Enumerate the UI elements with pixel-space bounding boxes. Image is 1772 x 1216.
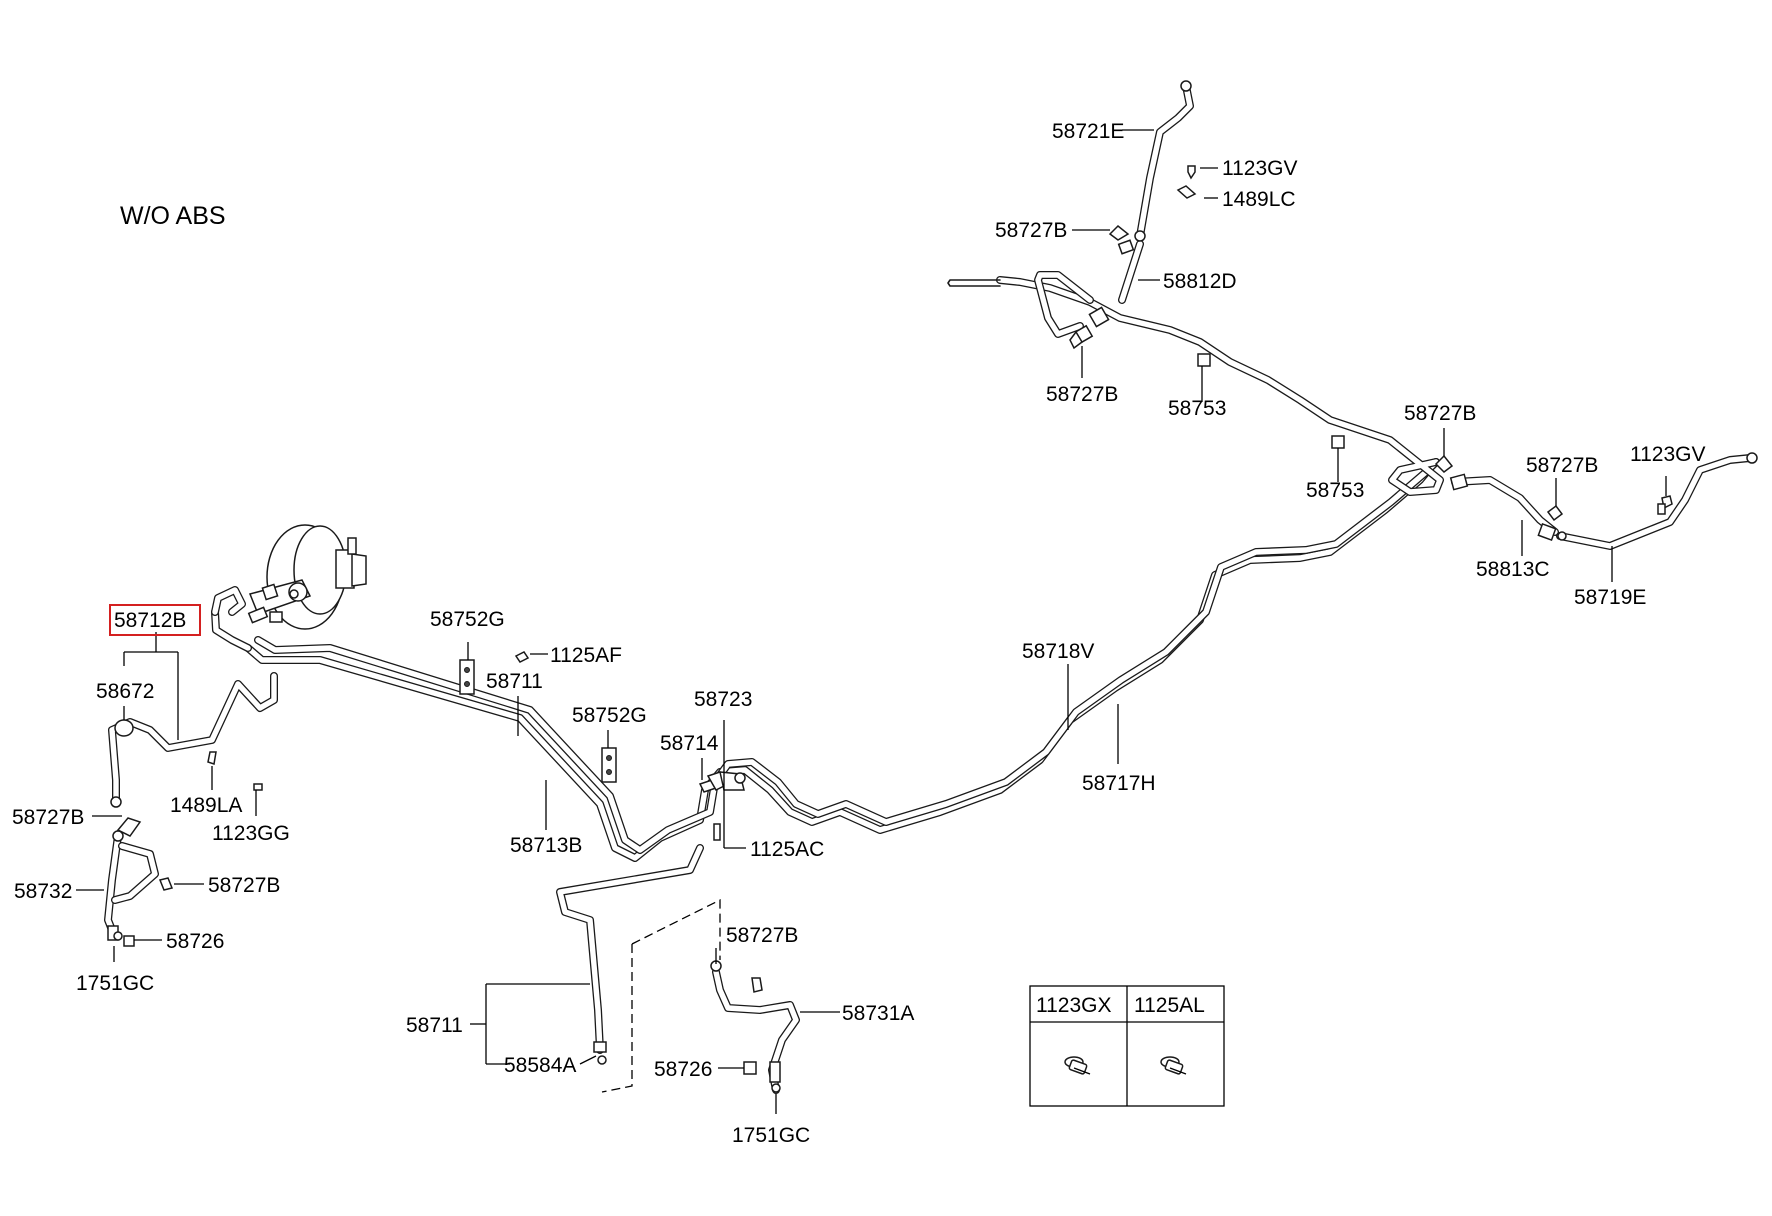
label-58727b-f[interactable]: 58727B [208, 874, 280, 897]
label-1751gc-b[interactable]: 1751GC [732, 1124, 810, 1147]
label-58672[interactable]: 58672 [96, 680, 154, 703]
pipe-58721e-inner [1137, 83, 1193, 239]
pipe-front-a-inner [212, 609, 251, 651]
label-58721e[interactable]: 58721E [1052, 120, 1124, 143]
main-pipe-inner [245, 465, 1433, 861]
hose-58813c-inner [1452, 477, 1558, 535]
label-58726-b[interactable]: 58726 [654, 1058, 712, 1081]
hose-58732-a-inner [105, 833, 121, 933]
label-58732[interactable]: 58732 [14, 880, 72, 903]
label-58813c[interactable]: 58813C [1476, 558, 1550, 581]
label-58727b-a[interactable]: 58727B [995, 219, 1067, 242]
main-pipe-2-outer [254, 458, 1440, 854]
label-58726-a[interactable]: 58726 [166, 930, 224, 953]
label-1123gv-top[interactable]: 1123GV [1222, 157, 1298, 180]
fittings-and-clips [107, 80, 1758, 1093]
label-58727b-e[interactable]: 58727B [12, 806, 84, 829]
label-58727b-c[interactable]: 58727B [1404, 402, 1476, 425]
pipe-58721e-outer [1136, 82, 1194, 240]
part-labels: 58721E 1123GV 1489LC 58727B 58812D 58727… [12, 120, 1706, 1147]
pipe-58584a-inner [557, 845, 703, 1053]
label-58713b[interactable]: 58713B [510, 834, 582, 857]
main-pipe-2-inner [255, 459, 1439, 853]
hose-58731a-inner [713, 969, 799, 1093]
label-58711-a[interactable]: 58711 [486, 670, 543, 693]
label-1123gv-right[interactable]: 1123GV [1630, 443, 1706, 466]
label-58584a[interactable]: 58584A [504, 1054, 576, 1077]
label-58731a[interactable]: 58731A [842, 1002, 914, 1025]
pipe-58719e-inner [1557, 455, 1753, 549]
label-58812d[interactable]: 58812D [1163, 270, 1237, 293]
legend-header-1125al: 1125AL [1134, 994, 1205, 1017]
label-58727b-g[interactable]: 58727B [726, 924, 798, 947]
label-1489lc[interactable]: 1489LC [1222, 188, 1296, 211]
legend-header-1123gx: 1123GX [1036, 994, 1112, 1017]
label-58752g-b[interactable]: 58752G [572, 704, 647, 727]
label-1125ac[interactable]: 1125AC [750, 838, 824, 861]
label-1123gg[interactable]: 1123GG [212, 822, 290, 845]
dash-a [601, 944, 633, 1093]
label-1125af[interactable]: 1125AF [550, 644, 622, 667]
label-58753-a[interactable]: 58753 [1168, 397, 1226, 420]
label-58718v[interactable]: 58718V [1022, 640, 1094, 663]
fastener-legend-table: 1123GX 1125AL [1029, 985, 1225, 1107]
label-58727b-d[interactable]: 58727B [1526, 454, 1598, 477]
bolt-1125al-icon [1160, 1056, 1187, 1075]
bolt-1123gx-icon [1064, 1056, 1091, 1075]
hose-58732-b-inner [112, 843, 158, 903]
brake-booster [247, 524, 367, 630]
highlight-box-58712b [109, 604, 201, 636]
hose-58812d-inner [1119, 241, 1143, 303]
pipe-mc-inner [212, 587, 245, 615]
pipe-58672-inner [109, 673, 277, 805]
variant-note: W/O ABS [120, 202, 226, 230]
label-58711-b[interactable]: 58711 [406, 1014, 463, 1037]
label-58712b[interactable]: 58712B [114, 609, 186, 632]
dash-b [631, 898, 721, 960]
loop-top [947, 279, 1001, 287]
label-58752g-a[interactable]: 58752G [430, 608, 505, 631]
loop-58812d-inner [1035, 272, 1093, 337]
label-58717h[interactable]: 58717H [1082, 772, 1156, 795]
label-58719e[interactable]: 58719E [1574, 586, 1646, 609]
leader-lines [76, 129, 1667, 1114]
label-58714[interactable]: 58714 [660, 732, 719, 755]
label-1751gc-a[interactable]: 1751GC [76, 972, 154, 995]
label-58753-b[interactable]: 58753 [1306, 479, 1364, 502]
label-58727b-b[interactable]: 58727B [1046, 383, 1118, 406]
label-58723[interactable]: 58723 [694, 688, 752, 711]
label-1489la[interactable]: 1489LA [170, 794, 242, 817]
main-pipe-outer [244, 464, 1434, 862]
brake-pipes [104, 82, 1754, 1094]
